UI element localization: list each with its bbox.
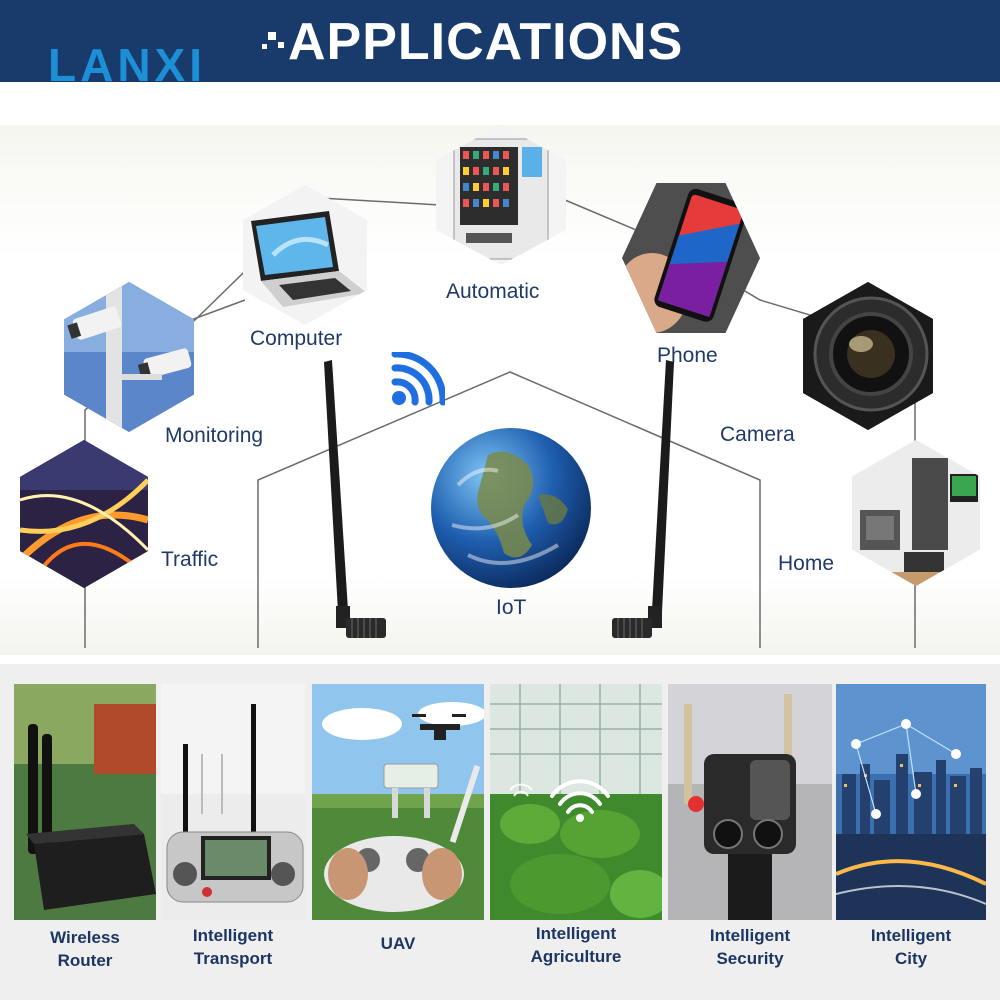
pixel-decoration xyxy=(268,32,276,40)
scenario-label: UAV xyxy=(380,934,416,953)
smartphone-icon xyxy=(622,183,760,333)
scenario-label: Intelligent City xyxy=(870,926,952,968)
scenario-label: Intelligent Transport xyxy=(192,926,274,968)
pixel-decoration xyxy=(262,44,267,49)
scenario-label: Intelligent Security xyxy=(709,926,791,968)
antenna-left-icon xyxy=(324,360,386,638)
pixel-decoration xyxy=(278,42,284,48)
antenna-right-icon xyxy=(612,360,674,638)
camera-lens-icon xyxy=(803,282,933,430)
intelligent-agriculture-photo xyxy=(490,684,662,920)
label-home: Home xyxy=(778,552,835,575)
brand-logo: LANXI xyxy=(48,39,206,91)
wireless-router-photo xyxy=(14,684,156,920)
globe-icon xyxy=(431,428,591,588)
wifi-icon xyxy=(391,352,445,406)
label-monitoring: Monitoring xyxy=(165,424,264,447)
label-computer: Computer xyxy=(250,327,343,350)
intelligent-city-photo xyxy=(836,684,986,920)
label-iot: IoT xyxy=(496,596,527,619)
scenario-label: Intelligent Agriculture xyxy=(530,924,622,966)
label-automatic: Automatic xyxy=(446,280,540,303)
label-phone: Phone xyxy=(657,344,718,367)
label-traffic: Traffic xyxy=(161,548,219,571)
label-camera: Camera xyxy=(720,423,795,446)
intelligent-security-photo xyxy=(668,684,832,920)
header-banner: LANXI APPLICATIONS xyxy=(0,0,1000,88)
scenario-label: Wireless Router xyxy=(50,928,120,970)
header-divider xyxy=(0,82,1000,86)
page-title: APPLICATIONS xyxy=(288,13,684,71)
uav-photo xyxy=(312,684,484,920)
intelligent-transport-photo xyxy=(161,684,305,920)
